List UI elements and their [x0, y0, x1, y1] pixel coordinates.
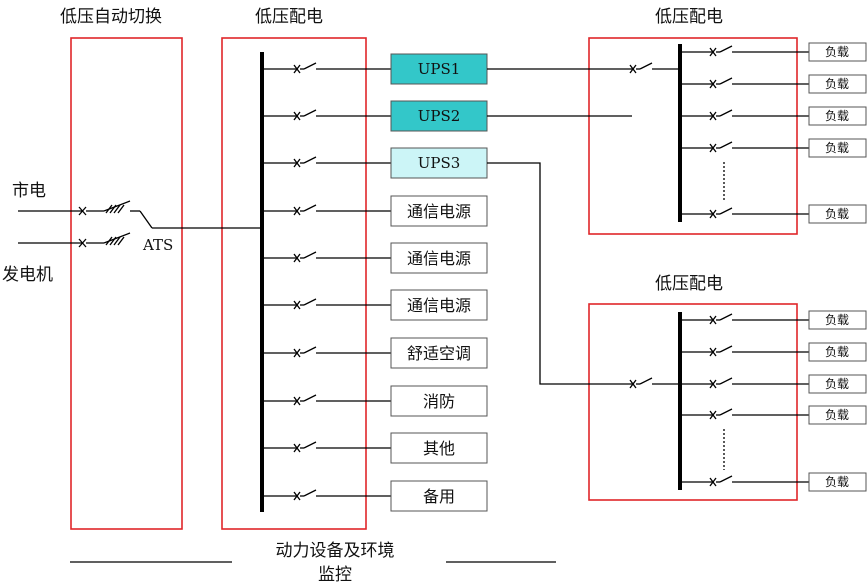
bottom_loads-load-box — [808, 342, 867, 362]
bottom_loads-load-box — [808, 374, 867, 394]
lv-right-bottom-panel — [588, 303, 798, 501]
branch-box — [390, 289, 488, 321]
generator-label: 发电机 — [2, 265, 53, 285]
top_loads-load-feeder: 负载 — [680, 106, 867, 126]
ups-feeder-2: UPS2 — [262, 100, 488, 132]
ups3-to-bottom-panel-line — [487, 162, 632, 385]
mains-input-line — [18, 200, 140, 216]
top_loads-load-box — [808, 74, 867, 94]
ats-label: ATS — [142, 236, 173, 254]
bottom_loads-load-label: 负载 — [825, 345, 849, 359]
ups-to-top-panel-lines — [487, 68, 632, 117]
ups2-label: UPS2 — [418, 107, 461, 125]
lv-main-panel — [221, 37, 367, 530]
lv-main-title: 低压配电 — [255, 7, 323, 27]
branch-label: 其他 — [423, 439, 455, 458]
top_loads-load-box — [808, 138, 867, 158]
branch-feeder: 备用 — [262, 480, 488, 512]
branch-feeder: 舒适空调 — [262, 337, 488, 369]
ups-feeder-1: UPS1 — [262, 53, 488, 85]
branch-box — [390, 242, 488, 274]
bottom_loads-load-box — [808, 472, 867, 492]
top_loads-load-label: 负载 — [825, 207, 849, 221]
bottom_loads-load-feeder: 负载 — [680, 310, 867, 330]
lv-right-top-title: 低压配电 — [655, 7, 723, 27]
branch-box — [390, 195, 488, 227]
lv-right-bottom-title: 低压配电 — [655, 274, 723, 294]
top_loads-load-label: 负载 — [825, 141, 849, 155]
ups-feeder-3: UPS3 — [262, 147, 488, 179]
bottom_loads-load-box — [808, 310, 867, 330]
monitor-caption-line1: 动力设备及环境 — [276, 541, 395, 561]
ats-section-title: 低压自动切换 — [60, 7, 162, 27]
top_loads-load-feeder: 负载 — [680, 204, 867, 224]
branch-label: 消防 — [423, 392, 455, 411]
bottom_loads-load-label: 负载 — [825, 313, 849, 327]
bottom_loads-incoming-breaker — [629, 377, 680, 389]
generator-input-line — [18, 232, 131, 248]
ups3-box — [390, 147, 488, 179]
branch-label: 通信电源 — [407, 249, 471, 268]
top_loads-incoming-breaker — [629, 62, 680, 74]
ups1-label: UPS1 — [418, 60, 461, 78]
top_loads-load-label: 负载 — [825, 45, 849, 59]
bottom_loads-load-feeder: 负载 — [680, 472, 867, 492]
ats-switch — [139, 210, 262, 229]
ups1-box — [390, 53, 488, 85]
ats-panel — [70, 37, 183, 530]
bottom_loads-load-box — [808, 405, 867, 425]
branch-box — [390, 337, 488, 369]
top_loads-load-box — [808, 204, 867, 224]
ups3-label: UPS3 — [418, 154, 461, 172]
mains-label: 市电 — [12, 181, 46, 201]
top_loads-load-feeder: 负载 — [680, 42, 867, 62]
branch-box — [390, 385, 488, 417]
top_loads-load-box — [808, 106, 867, 126]
branch-feeder: 通信电源 — [262, 242, 488, 274]
bottom_loads-load-label: 负载 — [825, 377, 849, 391]
bottom_loads-load-feeder: 负载 — [680, 374, 867, 394]
branch-feeder: 消防 — [262, 385, 488, 417]
branch-feeder: 通信电源 — [262, 195, 488, 227]
branch-feeder: 其他 — [262, 432, 488, 464]
monitor-caption-line2: 监控 — [318, 565, 352, 585]
branch-box — [390, 480, 488, 512]
branch-label: 备用 — [423, 487, 455, 506]
bottom_loads-load-feeder: 负载 — [680, 405, 867, 425]
top_loads-load-box — [808, 42, 867, 62]
top_loads-load-feeder: 负载 — [680, 74, 867, 94]
lv-right-top-panel — [588, 37, 798, 235]
top_loads-load-feeder: 负载 — [680, 138, 867, 158]
branch-label: 舒适空调 — [407, 344, 471, 363]
bottom_loads-load-label: 负载 — [825, 475, 849, 489]
top_loads-load-label: 负载 — [825, 77, 849, 91]
branch-feeder: 通信电源 — [262, 289, 488, 321]
bottom_loads-load-label: 负载 — [825, 408, 849, 422]
branch-label: 通信电源 — [407, 296, 471, 315]
top_loads-load-label: 负载 — [825, 109, 849, 123]
branch-label: 通信电源 — [407, 202, 471, 221]
bottom_loads-load-feeder: 负载 — [680, 342, 867, 362]
branch-box — [390, 432, 488, 464]
